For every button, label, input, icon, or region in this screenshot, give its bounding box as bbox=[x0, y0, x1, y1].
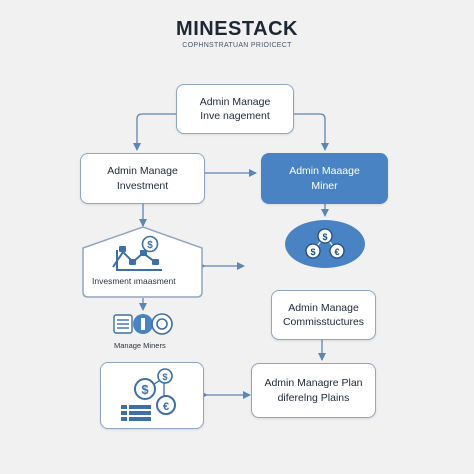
svg-text:$: $ bbox=[310, 247, 315, 257]
node-house-label: Invesment ımaasment bbox=[92, 276, 176, 286]
node-left-line2: Investment bbox=[116, 179, 169, 192]
node-comm-line2: Commisstuctures bbox=[282, 316, 365, 328]
dollar-coin-icon: $ bbox=[141, 235, 159, 253]
node-right-line2: Miner bbox=[311, 179, 338, 192]
arrow-top-to-left bbox=[133, 113, 176, 151]
svg-text:€: € bbox=[163, 401, 169, 413]
server-stack-icon bbox=[113, 314, 133, 334]
node-right-admin-commission[interactable]: Admin Manage Commisstuctures bbox=[271, 290, 376, 340]
node-right-admin-miner[interactable]: Admin Maaage Miner bbox=[261, 153, 388, 204]
svg-text:$: $ bbox=[141, 382, 149, 397]
node-top-admin-investment[interactable]: Admin Manage Inve nagement bbox=[176, 84, 294, 134]
dollar-coin-icon: $ bbox=[317, 228, 333, 244]
arrow-top-to-right bbox=[294, 113, 329, 151]
node-comm-line1: Admin Manage bbox=[288, 301, 359, 314]
dollar-coin-icon: $ bbox=[305, 243, 321, 259]
manage-miners-label: Manage Miners bbox=[114, 341, 166, 350]
node-left-line1: Admin Manage bbox=[107, 165, 178, 178]
dollar-coin-icon: $ bbox=[157, 368, 173, 384]
euro-coin-icon: € bbox=[156, 395, 176, 415]
node-plan-line1: Admin Managre Plan bbox=[264, 377, 363, 390]
euro-coin-icon: € bbox=[329, 243, 345, 259]
diagram-subtitle: COPHNSTRATUAN PRIOICECT bbox=[182, 42, 292, 49]
svg-text:$: $ bbox=[162, 372, 167, 382]
svg-text:$: $ bbox=[322, 232, 327, 242]
node-top-line1: Admin Manage bbox=[199, 95, 271, 108]
node-left-admin-investment[interactable]: Admin Manage Investment bbox=[80, 153, 205, 204]
svg-text:$: $ bbox=[147, 240, 153, 251]
circle-coin-icon bbox=[151, 313, 173, 335]
node-right-line1: Admin Maaage bbox=[289, 165, 360, 178]
svg-text:€: € bbox=[334, 247, 339, 257]
dollar-coin-icon: $ bbox=[134, 378, 156, 400]
node-bottom-right-plan[interactable]: Admin Managre Plan diferelng Plains bbox=[251, 363, 376, 418]
circle-coin-icon bbox=[133, 314, 153, 334]
diagram-title: MINESTACK bbox=[176, 18, 298, 40]
list-icon bbox=[121, 405, 151, 421]
node-top-line2: Inve nagement bbox=[200, 110, 270, 122]
node-plan-line2: diferelng Plains bbox=[277, 391, 350, 404]
